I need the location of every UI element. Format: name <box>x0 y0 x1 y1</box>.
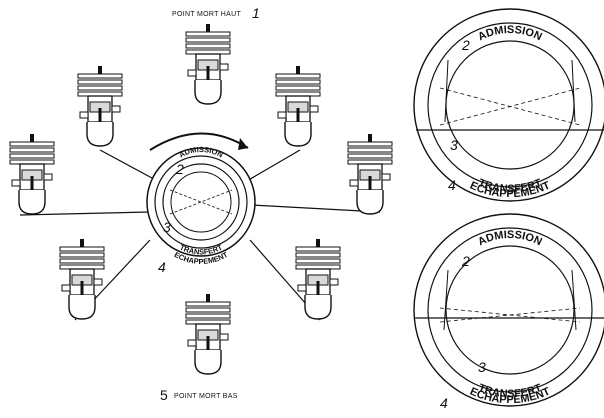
position-num-1: 1 <box>252 5 260 21</box>
tr-num-3: 3 <box>450 137 458 153</box>
br-num-3: 3 <box>478 359 486 375</box>
engine-upper-right <box>274 64 322 148</box>
engine-right <box>346 132 394 216</box>
center-num-2: 2 <box>175 161 184 177</box>
tr-transfert-label: TRANSFERT <box>476 177 543 195</box>
engine-lower-right <box>294 237 342 321</box>
engine-lower-left <box>58 237 106 321</box>
position-num-5: 5 <box>160 387 168 403</box>
tr-num-4: 4 <box>448 177 456 193</box>
engine-bottom <box>184 292 232 376</box>
bottom-dead-center-label: POINT MORT BAS <box>174 393 238 400</box>
center-num-3: 3 <box>163 219 171 235</box>
tr-num-2: 2 <box>461 37 470 53</box>
engine-left <box>8 132 56 216</box>
timing-wheel-top-right: ADMISSION TRANSFERT ECHAPPEMENT 2 3 4 <box>413 8 604 202</box>
timing-wheel-bottom-right: ADMISSION TRANSFERT ECHAPPEMENT 2 3 4 <box>413 213 604 411</box>
center-transfert-label: TRANSFERT <box>178 243 224 257</box>
br-num-2: 2 <box>461 253 470 269</box>
center-timing-wheel: ADMISSION TRANSFERT ECHAPPEMENT 2 3 4 <box>19 132 381 321</box>
br-transfert-label: TRANSFERT <box>476 382 543 400</box>
engine-top <box>184 22 232 106</box>
engine-upper-left <box>76 64 124 148</box>
br-num-4: 4 <box>440 395 448 411</box>
top-dead-center-label: POINT MORT HAUT <box>172 11 241 18</box>
center-num-4: 4 <box>158 259 166 275</box>
